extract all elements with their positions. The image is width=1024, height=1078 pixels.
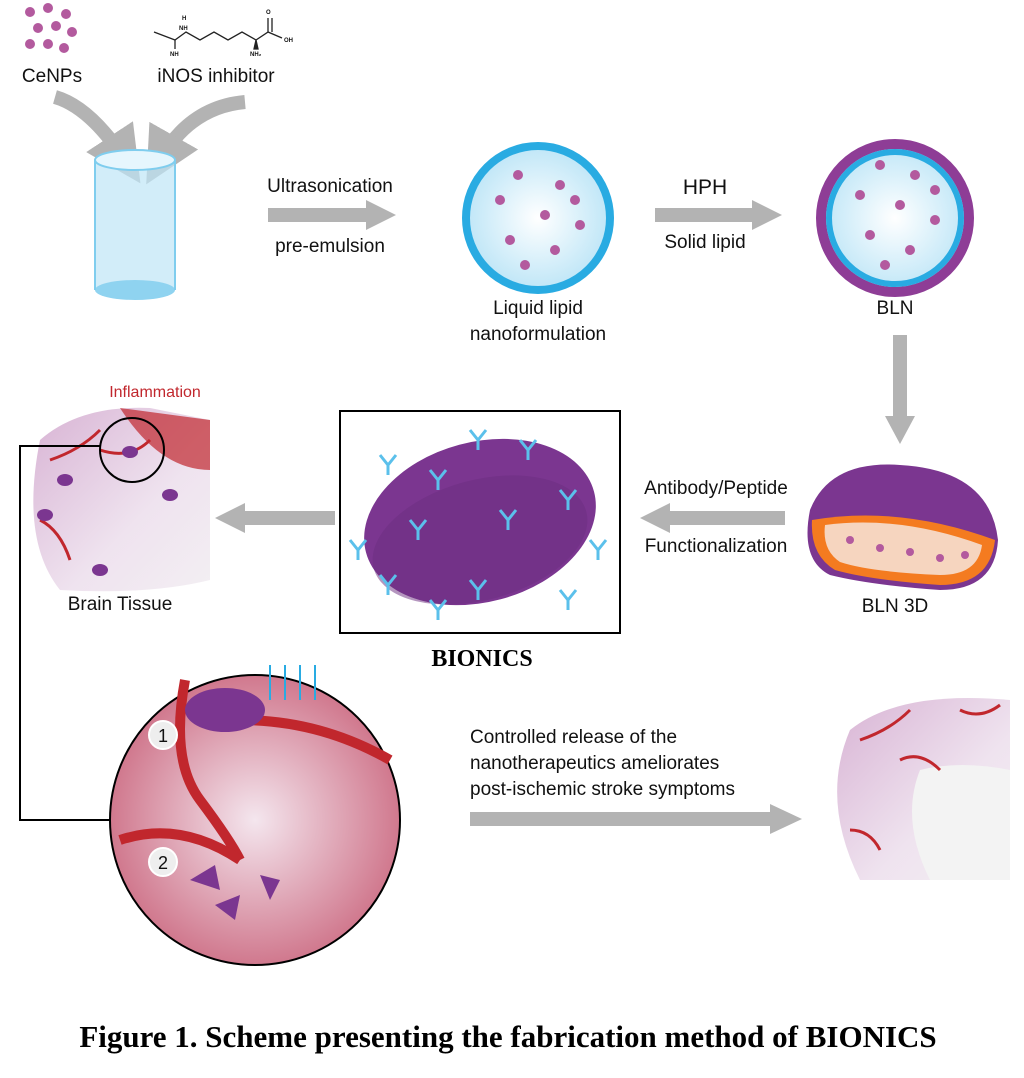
molecule-atom-nh: NH [179, 26, 188, 32]
bln-icon [816, 139, 974, 297]
zoomed-tissue-icon [109, 665, 401, 966]
nanoformulation-label: nanoformulation [470, 324, 606, 345]
molecule-atom-oh: OH [284, 38, 293, 44]
pre-emulsion-label: pre-emulsion [275, 236, 385, 257]
brain-tissue-icon [33, 407, 211, 592]
molecule-atom-nh2: NH₂ [250, 52, 262, 58]
bln-3d-icon [807, 464, 998, 590]
beaker-icon [94, 149, 176, 300]
bionics-nanoparticle-icon [348, 429, 608, 620]
ultrasonication-label: Ultrasonication [267, 176, 393, 197]
solid-lipid-label: Solid lipid [664, 232, 745, 253]
cenps-particles-icon [25, 3, 77, 53]
molecule-atom-o: O [266, 10, 271, 16]
cenps-label: CeNPs [22, 66, 82, 87]
healed-brain-tissue-icon [837, 698, 1010, 880]
curved-arrow-icon [52, 90, 141, 184]
release-text-line-2: nanotherapeutics ameliorates [470, 753, 719, 774]
bln-label: BLN [877, 298, 914, 319]
bln-3d-label: BLN 3D [862, 596, 929, 617]
antibody-peptide-label: Antibody/Peptide [644, 478, 788, 499]
marker-1: 1 [158, 726, 168, 746]
molecule-atom-h: H [182, 16, 186, 22]
zoom-connector-line [19, 445, 110, 821]
release-text-line-1: Controlled release of the [470, 727, 677, 748]
inos-inhibitor-label: iNOS inhibitor [157, 66, 275, 87]
brain-tissue-label: Brain Tissue [68, 594, 173, 615]
liquid-lipid-nanoformulation-icon [462, 142, 614, 294]
release-text-line-3: post-ischemic stroke symptoms [470, 779, 735, 800]
curved-arrow-icon [146, 95, 246, 185]
inos-inhibitor-molecule-icon [153, 18, 283, 50]
hph-label: HPH [683, 176, 727, 199]
marker-2: 2 [158, 853, 168, 873]
inflammation-label: Inflammation [109, 384, 201, 401]
functionalization-label: Functionalization [645, 536, 788, 557]
figure-caption: Figure 1. Scheme presenting the fabricat… [79, 1019, 936, 1054]
liquid-lipid-label: Liquid lipid [493, 298, 583, 319]
molecule-atom-nh-imine: NH [170, 52, 179, 58]
bionics-label: BIONICS [431, 646, 532, 672]
